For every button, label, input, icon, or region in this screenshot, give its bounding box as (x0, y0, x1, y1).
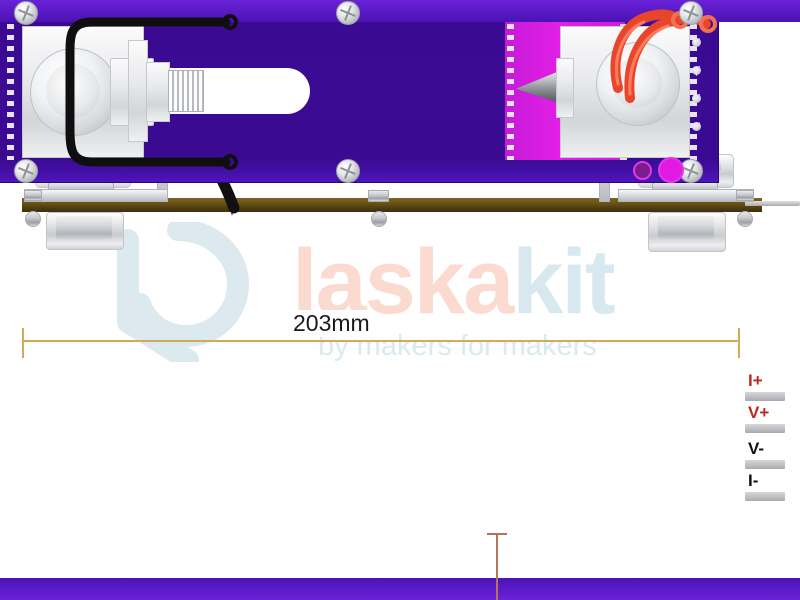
pcb-pad-i-plus (692, 38, 701, 47)
pin-legend-label-2: V- (748, 439, 765, 458)
pcb-screw-top-right (679, 1, 703, 25)
pcb-left-terminal-collar (146, 62, 170, 122)
pcb-silk-v-plus: V+ (692, 66, 701, 77)
pin-legend-label-1: V+ (748, 403, 770, 422)
pcb-pad-v-plus (692, 66, 701, 75)
center-bolt-tail (371, 211, 387, 227)
pin-legend-pad-0 (745, 392, 785, 401)
pcb-screw-top-left (14, 1, 38, 25)
right-lower-washer (658, 216, 714, 240)
pin-legend-pad-2 (745, 460, 785, 469)
pcb-screw-bottom-center (336, 159, 360, 183)
busbar-probe-tip (745, 201, 800, 206)
pcb-silk-v-minus: V- (692, 94, 701, 102)
pcb-screw-bottom-left (14, 159, 38, 183)
pcb-bottom-edge-band (0, 578, 800, 600)
pin-legend-label-3: I- (748, 471, 759, 490)
busbar (22, 198, 762, 212)
right-bolt-tail (737, 211, 753, 227)
pcb-pad-v-minus (692, 94, 701, 103)
pcb-red-power-wires (610, 9, 717, 103)
pcb-left-threaded-shank (168, 70, 204, 112)
dimension-50mm-tick-top (487, 533, 507, 535)
center-bolt-head (368, 190, 389, 202)
left-bolt-tail (25, 211, 41, 227)
black-wire-crimp (228, 200, 236, 216)
pin-legend-pad-3 (745, 492, 785, 501)
pcb-screw-top-center (336, 1, 360, 25)
dimension-203mm-label: 203mm (288, 310, 375, 337)
pcb-right-cone-base (556, 58, 574, 118)
left-bolt-head (24, 190, 42, 201)
pcb-silk-i-plus: I+ (692, 38, 701, 45)
pcb-silk-i-minus: I- (692, 122, 701, 127)
pcb-top-edge-band (0, 0, 800, 22)
led-small (633, 161, 652, 180)
pcb-right-castellation (690, 24, 697, 160)
pcb-mid-castellation-left (507, 24, 514, 160)
pcb-black-sense-wire (65, 14, 238, 170)
led-large (658, 157, 684, 183)
pcb-pad-i-minus (692, 122, 701, 131)
pin-legend-pad-1 (745, 424, 785, 433)
right-bolt-head (736, 190, 754, 201)
pin-legend-label-0: I+ (748, 371, 763, 390)
left-lower-washer (56, 216, 112, 240)
pcb-left-castellation (7, 24, 14, 160)
